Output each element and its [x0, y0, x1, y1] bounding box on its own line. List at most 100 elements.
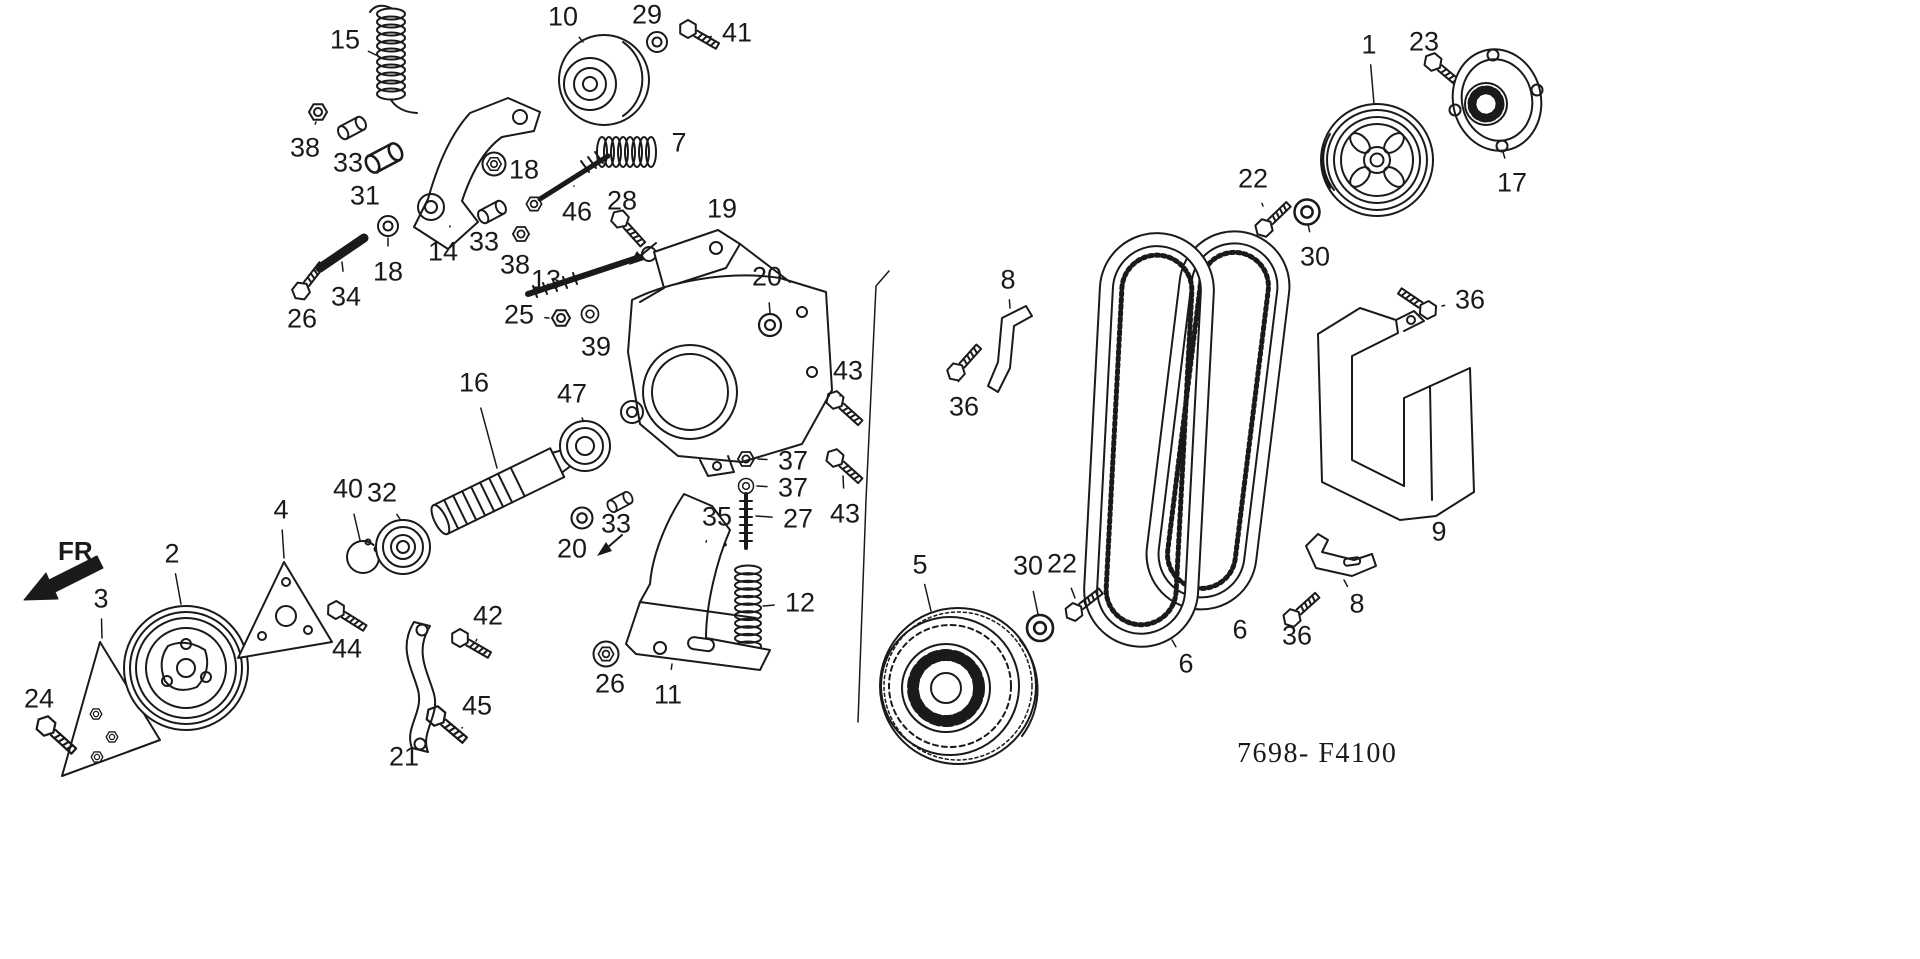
tension-spring-15 [369, 4, 418, 114]
leader-line [1307, 223, 1311, 233]
callout-14: 14 [427, 236, 459, 267]
leader-line [367, 50, 377, 56]
callout-12: 12 [784, 587, 816, 618]
callout-44: 44 [331, 633, 363, 664]
callout-18: 18 [372, 256, 404, 287]
callout-34: 34 [330, 281, 362, 312]
callout-6: 6 [1232, 614, 1248, 645]
leader-line [1261, 202, 1264, 207]
callout-33: 33 [600, 508, 632, 539]
leader-line [281, 529, 285, 559]
callout-32: 32 [366, 477, 398, 508]
callout-26: 26 [286, 303, 318, 334]
callout-38: 38 [499, 249, 531, 280]
callout-23: 23 [1408, 26, 1440, 57]
callout-27: 27 [782, 503, 814, 534]
leader-line [762, 604, 775, 607]
leader-line [578, 36, 584, 43]
pulley-1 [1320, 103, 1434, 217]
callout-35: 35 [701, 501, 733, 532]
callout-22: 22 [1237, 163, 1269, 194]
callout-30: 30 [1012, 550, 1044, 581]
callout-11: 11 [653, 679, 683, 710]
spring-12 [734, 564, 762, 652]
clip-8b [1305, 533, 1377, 577]
callout-17: 17 [1496, 167, 1528, 198]
flange-nut-18 [481, 151, 507, 177]
bearing-47 [559, 420, 611, 472]
leader-line [480, 407, 498, 469]
callout-8: 8 [1000, 264, 1016, 295]
fr-direction-label: FR. [58, 536, 100, 566]
callout-13: 13 [530, 264, 562, 295]
leader-line [1502, 151, 1506, 159]
callout-18: 18 [508, 154, 540, 185]
callout-22: 22 [1046, 548, 1078, 579]
callout-24: 24 [23, 683, 55, 714]
callout-2: 2 [164, 538, 180, 569]
callout-10: 10 [547, 1, 579, 32]
timing-belt-front [1083, 232, 1215, 648]
leader-line [1343, 579, 1349, 588]
belt-guard-9 [1317, 307, 1475, 521]
bracket-11 [625, 493, 771, 671]
callout-40: 40 [332, 473, 364, 504]
leader-line [1008, 299, 1011, 309]
leader-line [1441, 304, 1446, 307]
callout-5: 5 [912, 549, 928, 580]
callout-25: 25 [503, 299, 535, 330]
callout-30: 30 [1299, 241, 1331, 272]
callout-6: 6 [1178, 648, 1194, 679]
callout-16: 16 [458, 367, 490, 398]
leader-line [376, 167, 381, 174]
callout-19: 19 [706, 193, 738, 224]
leader-line [341, 261, 344, 272]
callout-33: 33 [468, 226, 500, 257]
callout-36: 36 [1454, 284, 1486, 315]
callout-42: 42 [472, 600, 504, 631]
section-divider [857, 270, 890, 723]
nut-26b [592, 640, 620, 668]
fr-arrow-icon [23, 555, 104, 601]
assembly-arrow-icon-2 [597, 534, 623, 556]
callout-45: 45 [461, 690, 493, 721]
figure-code: 7698- F4100 [1237, 738, 1398, 769]
leader-line [314, 121, 317, 125]
callout-20: 20 [556, 533, 588, 564]
hub-flange-17 [1448, 48, 1544, 153]
pin-34 [315, 233, 369, 273]
callout-20: 20 [751, 261, 783, 292]
callout-31: 31 [349, 180, 381, 211]
plate-4 [237, 561, 333, 659]
leader-line [756, 485, 768, 488]
leader-line [1070, 587, 1076, 599]
callout-33: 33 [332, 147, 364, 178]
callout-26: 26 [594, 668, 626, 699]
leader-line [353, 513, 361, 541]
leader-line [475, 638, 478, 642]
callout-37: 37 [777, 472, 809, 503]
crank-pulley-5 [879, 607, 1039, 765]
callout-38: 38 [289, 132, 321, 163]
callout-41: 41 [721, 17, 753, 48]
callout-36: 36 [948, 391, 980, 422]
leader-line [100, 618, 103, 639]
callout-1: 1 [1361, 29, 1377, 60]
callout-43: 43 [829, 498, 861, 529]
leader-lines [100, 35, 1506, 729]
leader-line [1171, 639, 1177, 648]
callout-37: 37 [777, 445, 809, 476]
assembly-arrow-icon [629, 242, 657, 265]
callout-9: 9 [1431, 516, 1447, 547]
callout-28: 28 [606, 185, 638, 216]
callout-4: 4 [273, 494, 289, 525]
spline-shaft-16 [430, 446, 580, 536]
leader-line [174, 572, 182, 605]
leader-line [670, 663, 673, 670]
spring-7 [596, 136, 657, 168]
adjust-bolt-27 [739, 492, 753, 550]
callout-43: 43 [832, 355, 864, 386]
